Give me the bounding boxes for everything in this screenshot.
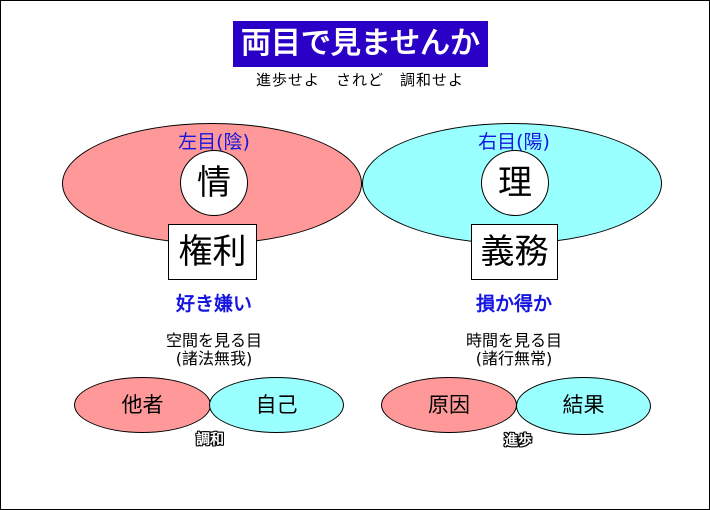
left-pair-link: 調和 xyxy=(196,432,224,448)
left-box: 権利 xyxy=(168,224,257,280)
left-value: 好き嫌い xyxy=(175,293,252,315)
right-box: 義務 xyxy=(471,224,558,280)
left-pair-ellipse-1: 他者 xyxy=(74,377,211,433)
left-pair-ellipse-2: 自己 xyxy=(209,377,344,433)
slide-subtitle: 進歩せよ されど 調和せよ xyxy=(255,71,464,89)
right-eye-label: 右目(陽) xyxy=(478,131,550,153)
left-view-line1: 空間を見る目 xyxy=(165,331,262,350)
right-value: 損か得か xyxy=(475,293,552,315)
left-core-circle: 情 xyxy=(180,150,248,216)
right-view-line2: (諸行無常) xyxy=(475,349,553,368)
left-view-line2: (諸法無我) xyxy=(175,349,253,368)
right-view-line1: 時間を見る目 xyxy=(465,331,562,350)
slide-title: 両目で見ませんか xyxy=(233,21,488,67)
left-eye-label: 左目(陰) xyxy=(178,131,250,153)
right-pair-ellipse-1: 原因 xyxy=(381,377,517,433)
right-pair-link: 進歩 xyxy=(504,433,532,449)
right-core-circle: 理 xyxy=(481,150,549,216)
right-pair-ellipse-2: 結果 xyxy=(516,377,651,435)
